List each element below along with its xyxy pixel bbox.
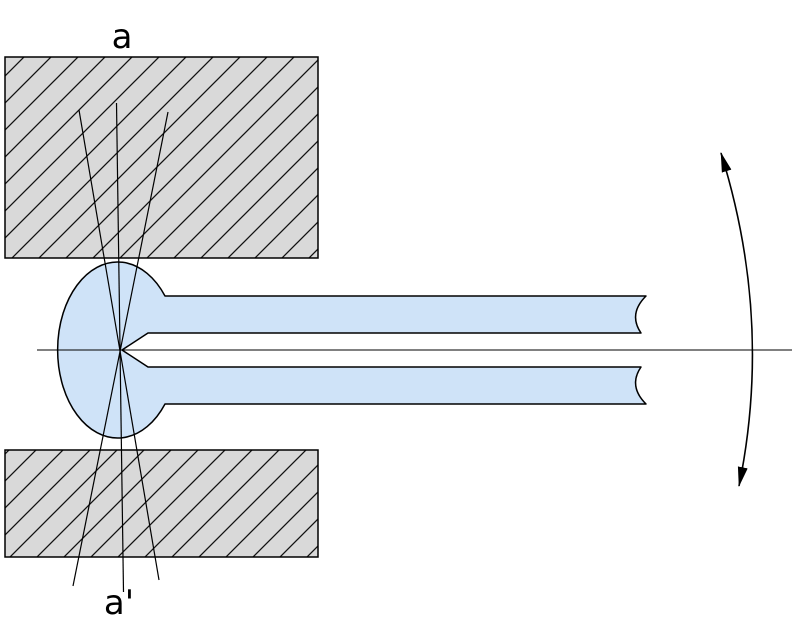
ball-lever [56,261,647,439]
pivot-axis-lines [72,102,169,593]
fixed-block-lower [4,449,319,558]
motion-arc-arrow-icon [720,152,754,487]
pivot-line-right-lean [78,109,160,581]
pivot-line-axis-a [115,102,125,593]
axis-label-top: a [112,17,133,57]
axis-label-bottom: a' [104,583,134,623]
pivot-line-left-lean [72,111,169,587]
fixed-block-upper [4,56,319,259]
